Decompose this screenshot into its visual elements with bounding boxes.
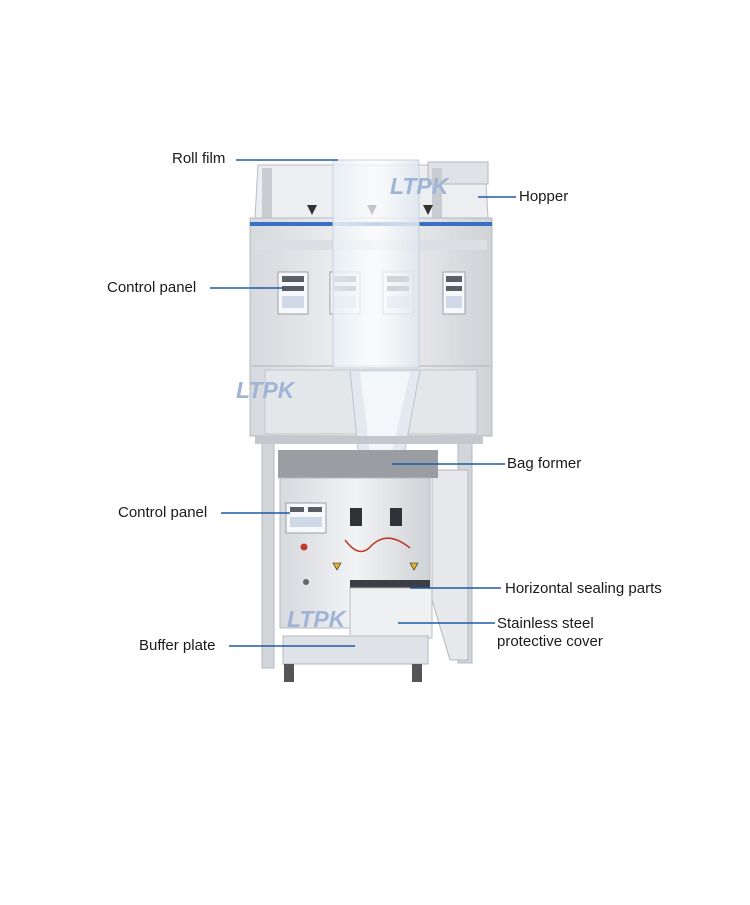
callout-hopper: Hopper <box>519 188 569 205</box>
frame-right-brace <box>431 469 469 661</box>
callout-control-panel-bottom: Control panel <box>118 504 208 521</box>
callout-buffer-plate: Buffer plate <box>139 637 216 654</box>
caster-left <box>284 664 294 682</box>
callout-stainless-cover: Stainless steel protective cover <box>497 615 667 651</box>
caster-right <box>412 664 422 682</box>
callout-bag-former: Bag former <box>507 455 582 472</box>
sealing-jaw-right <box>390 508 402 526</box>
horizontal-sealing-bar <box>350 580 430 590</box>
sealing-jaw-left <box>350 508 362 526</box>
leader-lines <box>210 159 516 647</box>
roll-film <box>332 159 420 369</box>
callout-control-panel-top: Control panel <box>107 279 197 296</box>
callout-horizontal-sealing: Horizontal sealing parts <box>505 580 662 597</box>
buffer-plate <box>282 635 429 665</box>
hopper-top-bar <box>427 161 489 185</box>
hopper-spout-1 <box>307 205 317 215</box>
watermark-bottom: LTPK <box>287 606 347 632</box>
stainless-cover <box>349 587 433 639</box>
callout-stainless-cover-line2: protective cover <box>497 633 603 650</box>
callout-stainless-cover-line1: Stainless steel <box>497 615 594 632</box>
indicator-light <box>300 543 308 551</box>
watermark-middle: LTPK <box>236 377 296 403</box>
frame-left-leg <box>261 437 275 669</box>
callout-roll-film: Roll film <box>172 150 226 167</box>
watermark-top: LTPK <box>390 173 450 199</box>
hopper-spout-3 <box>423 205 433 215</box>
frame-crossbar <box>255 436 483 444</box>
